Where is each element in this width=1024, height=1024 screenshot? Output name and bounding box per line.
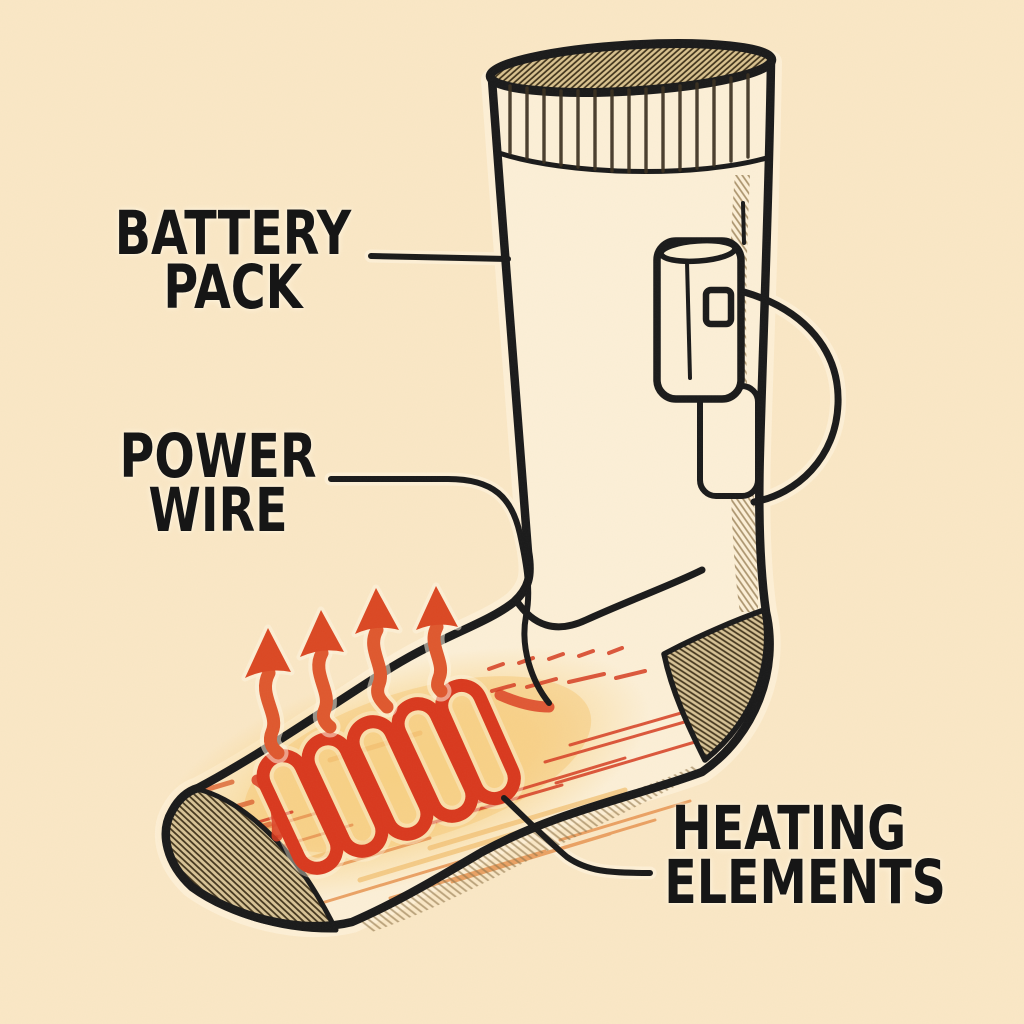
cuff-rib-lines (508, 73, 750, 174)
sock-outline (161, 57, 776, 931)
ankle-contour-line (512, 566, 706, 631)
label-power-wire: POWER WIRE (58, 421, 378, 546)
battery-pack-icon (653, 201, 842, 506)
ribbed-cuff (485, 39, 777, 174)
sole-shading-hatch (355, 765, 703, 932)
heel-patch (661, 607, 770, 763)
battery-edge-line (685, 260, 692, 380)
label-power-wire-line2: WIRE (148, 475, 288, 546)
heat-arrows-icon (241, 582, 462, 764)
label-heating-elements-line2: ELEMENTS (664, 847, 946, 918)
label-battery-pack-line2: PACK (163, 252, 303, 323)
power-wire-line (328, 476, 552, 706)
label-heating-elements-line1: HEATING (671, 793, 907, 864)
battery-indicator (702, 286, 735, 328)
sketch-tick (741, 201, 746, 245)
heating-elements-leader-line (501, 795, 653, 876)
battery-top-opening (658, 237, 738, 265)
label-battery-pack: BATTERY PACK (73, 198, 393, 323)
label-battery-pack-line1: BATTERY (114, 198, 352, 269)
heating-coil-icon (251, 674, 555, 879)
label-heating-elements: HEATING ELEMENTS (629, 793, 949, 918)
label-power-wire-line1: POWER (119, 421, 317, 492)
battery-pack-leader-line (368, 253, 511, 262)
power-wire-loop (740, 288, 842, 506)
